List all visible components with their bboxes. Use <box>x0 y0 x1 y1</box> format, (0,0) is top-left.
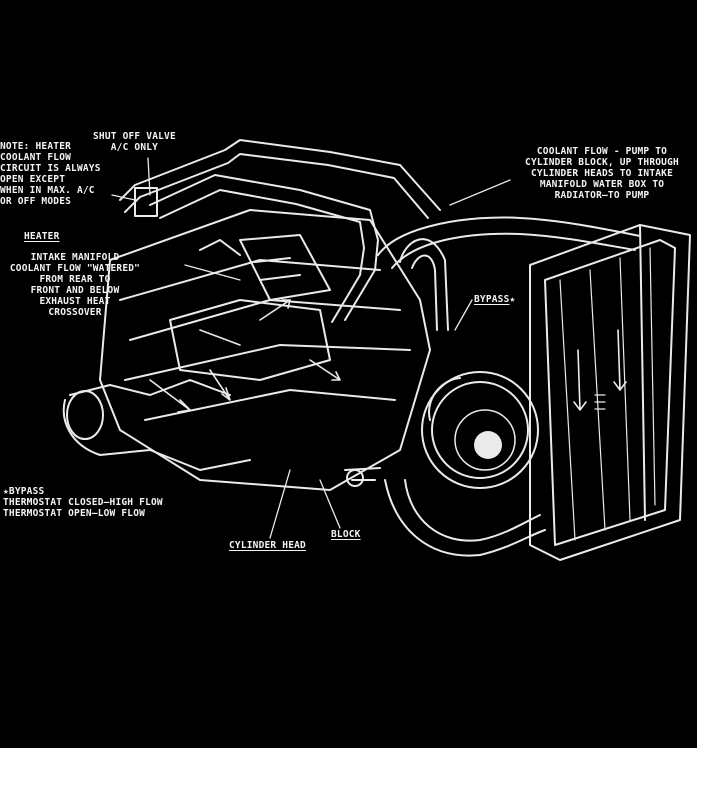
shutoff-valve-label: SHUT OFF VALVE A/C ONLY <box>93 131 176 153</box>
bypass-note-line-2: THERMOSTAT CLOSED—HIGH FLOW <box>3 497 163 508</box>
shutoff-line-2: A/C ONLY <box>110 142 159 153</box>
coolant-line-1: COOLANT FLOW - PUMP TO <box>536 146 668 157</box>
bypass-star: ★ <box>509 294 516 305</box>
block-label: BLOCK <box>331 529 361 540</box>
note-line-5: WHEN IN MAX. A/C <box>0 185 95 196</box>
radiator <box>529 224 691 561</box>
cylinder-head-label: CYLINDER HEAD <box>229 540 306 551</box>
coolant-line-5: RADIATOR—TO PUMP <box>554 190 650 201</box>
note-line-2: COOLANT FLOW <box>0 152 72 163</box>
intake-line-4: FRONT AND BELOW <box>30 285 120 296</box>
note-line-1: NOTE: HEATER <box>0 141 72 152</box>
heater-hoses <box>119 139 441 323</box>
water-pump-pulley <box>344 371 539 489</box>
leader-lines <box>111 157 511 539</box>
intake-line-1: INTAKE MANIFOLD <box>30 252 120 263</box>
shutoff-valve <box>134 187 158 217</box>
intake-line-3: FROM REAR TO <box>39 274 111 285</box>
lower-radiator-hose <box>384 479 546 557</box>
bypass-note-line-1: ★BYPASS <box>3 486 45 497</box>
coolant-flow-label: COOLANT FLOW - PUMP TO CYLINDER BLOCK, U… <box>512 146 692 201</box>
bypass-label: BYPASS★ <box>474 294 515 305</box>
upper-radiator-hose <box>377 216 641 331</box>
engine-flow-arrows <box>149 299 341 413</box>
shutoff-line-1: SHUT OFF VALVE <box>93 131 176 142</box>
coolant-line-4: MANIFOLD WATER BOX TO <box>539 179 665 190</box>
engine-cooling-illustration <box>62 139 691 561</box>
heater-label: HEATER <box>24 231 60 242</box>
note-line-3: CIRCUIT IS ALWAYS <box>0 163 101 174</box>
bypass-text: BYPASS <box>474 294 510 305</box>
intake-line-5: EXHAUST HEAT <box>39 296 111 307</box>
note-line-6: OR OFF MODES <box>0 196 72 207</box>
note-line-4: OPEN EXCEPT <box>0 174 66 185</box>
exhaust-manifold <box>62 379 251 471</box>
intake-line-2: COOLANT FLOW "WATERED" <box>9 263 141 274</box>
heater-note: NOTE: HEATER COOLANT FLOW CIRCUIT IS ALW… <box>0 141 101 207</box>
coolant-line-3: CYLINDER HEADS TO INTAKE <box>530 168 674 179</box>
intake-manifold-label: INTAKE MANIFOLD COOLANT FLOW "WATERED" F… <box>0 252 150 318</box>
diagram-canvas: SHUT OFF VALVE A/C ONLY NOTE: HEATER COO… <box>0 0 697 748</box>
bypass-note-line-3: THERMOSTAT OPEN—LOW FLOW <box>3 508 146 519</box>
intake-line-6: CROSSOVER <box>48 307 102 318</box>
bypass-note: ★BYPASS THERMOSTAT CLOSED—HIGH FLOW THER… <box>3 486 163 519</box>
engine-block <box>99 209 431 491</box>
coolant-line-2: CYLINDER BLOCK, UP THROUGH <box>525 157 679 168</box>
